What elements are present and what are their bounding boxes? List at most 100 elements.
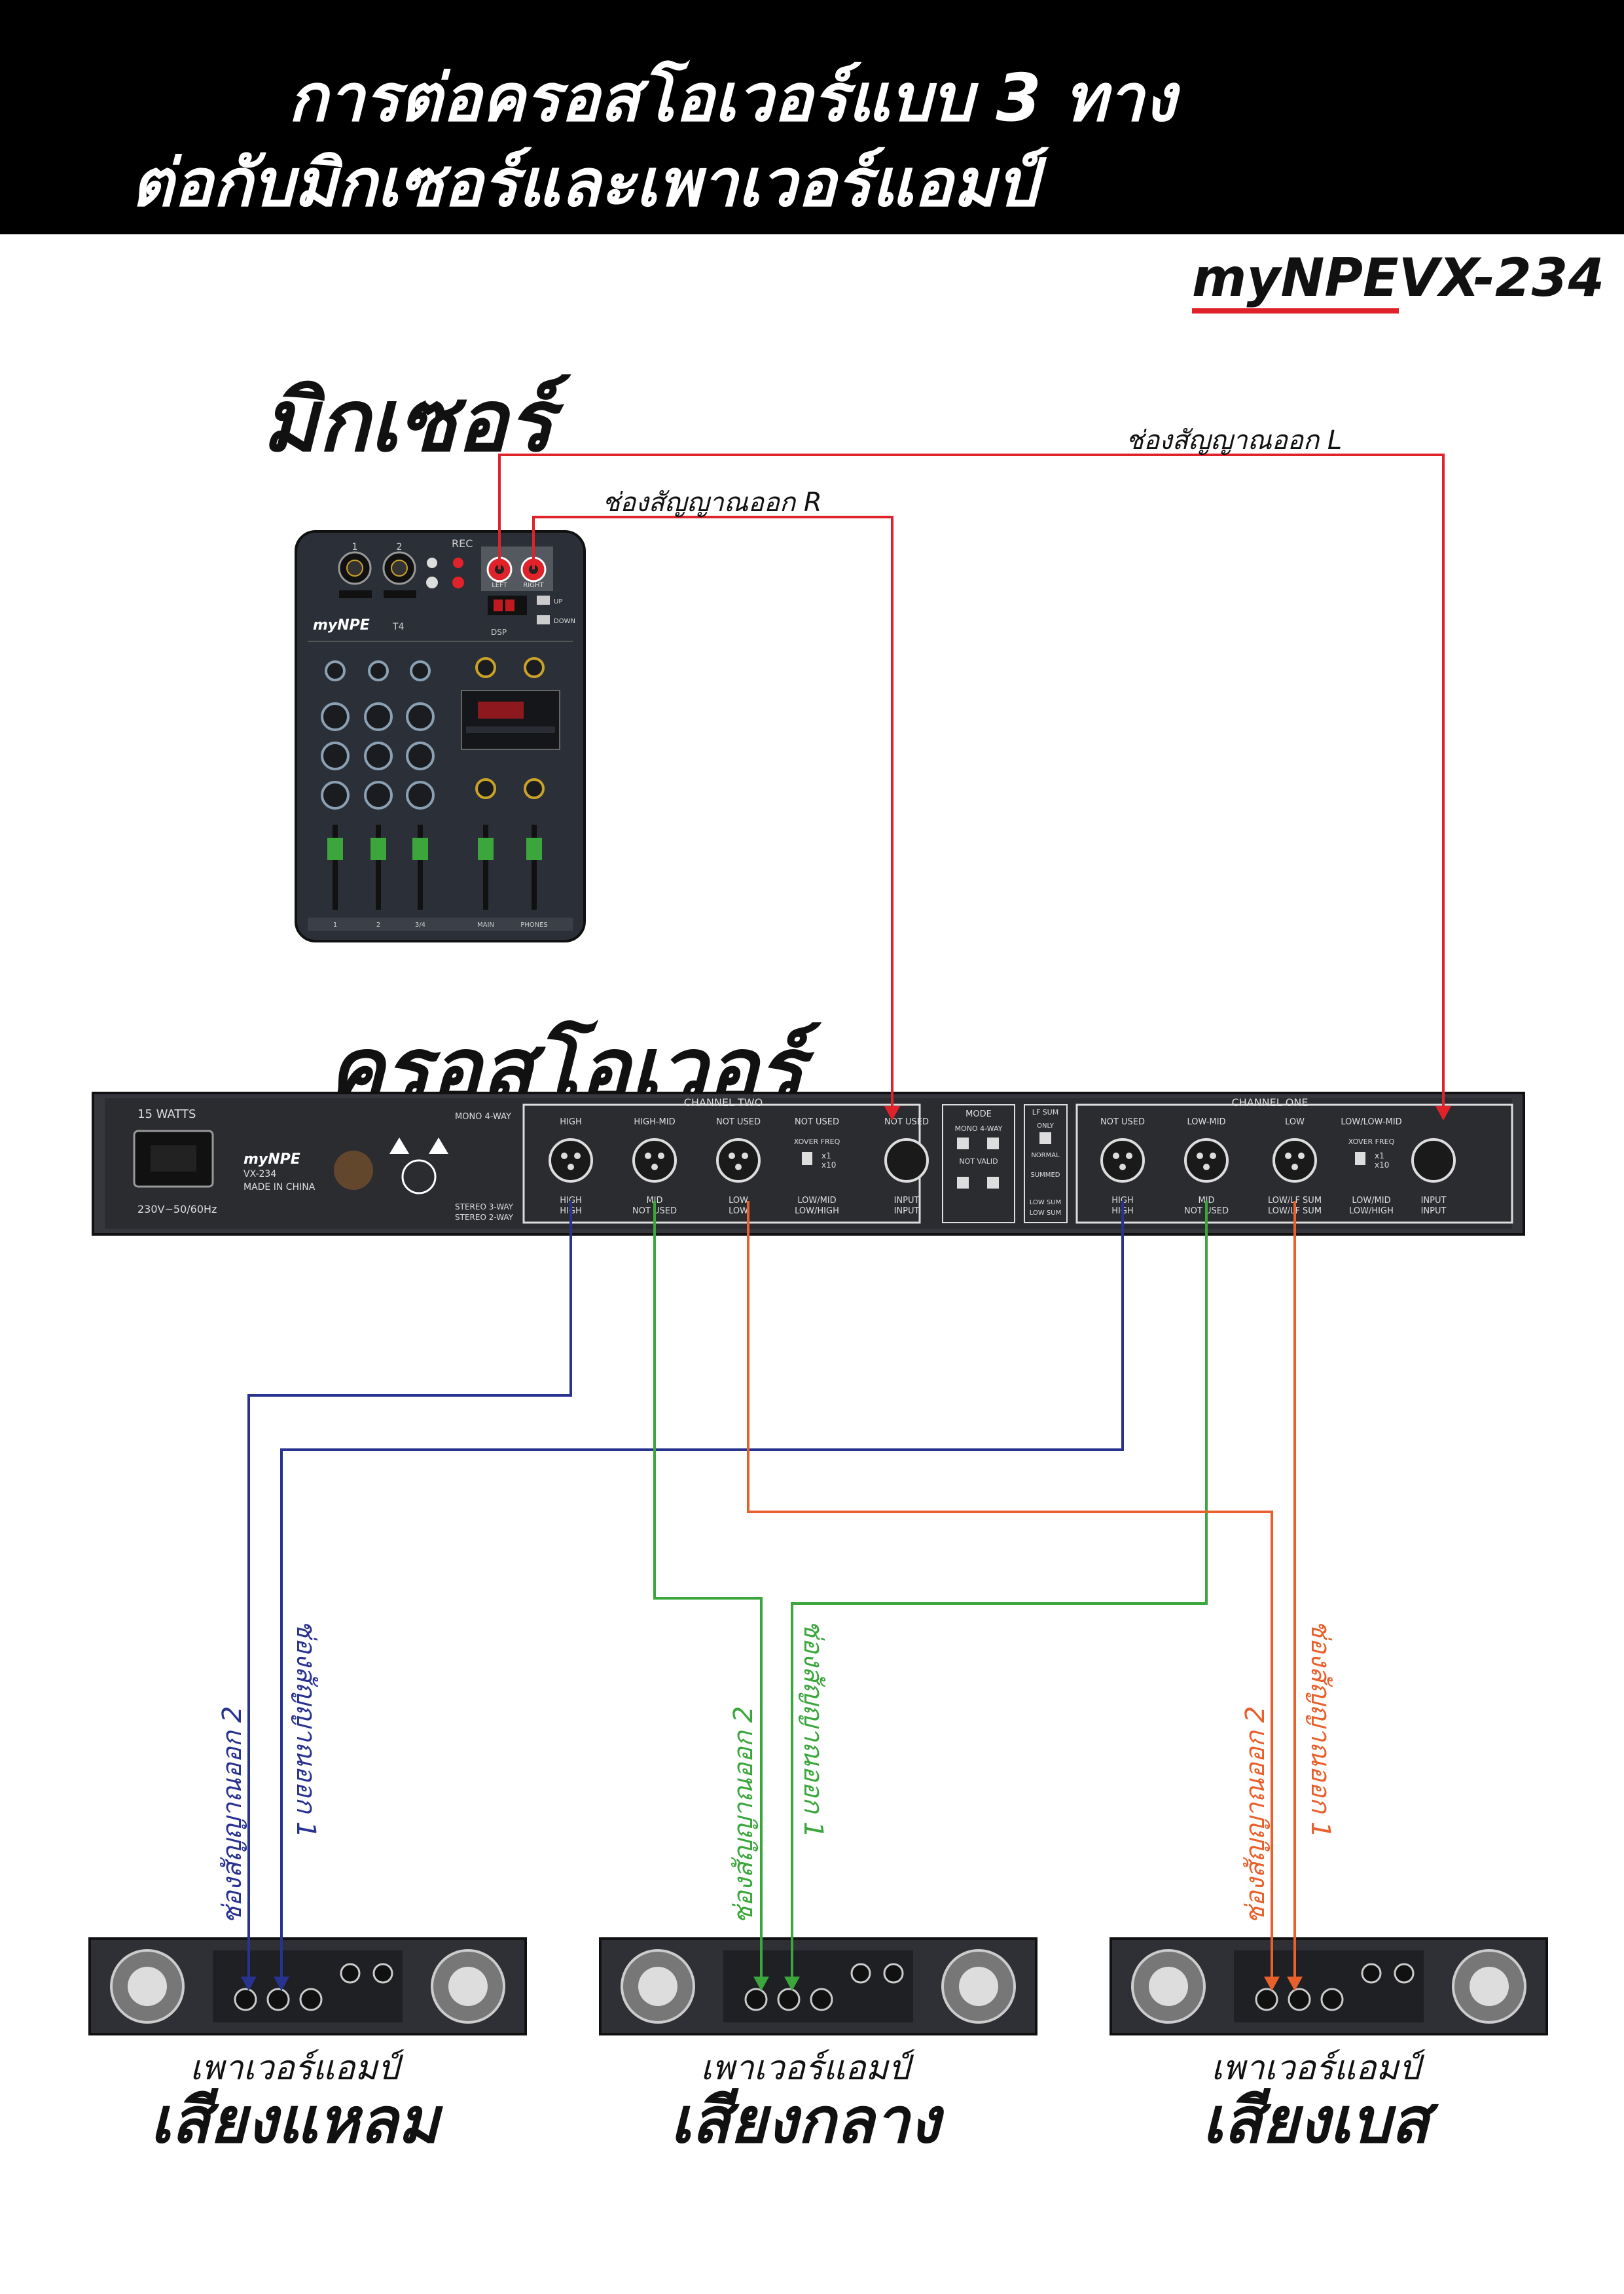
svg-text:LOW/LOW-MID: LOW/LOW-MID <box>1341 1117 1401 1127</box>
svg-text:DOWN: DOWN <box>554 618 575 625</box>
crossover-device: 15 WATTS 230V~50/60Hz myNPE VX-234 MADE … <box>92 1092 1525 1236</box>
label-blue-out2: ช่องสัญญาณออก 2 <box>217 1706 247 1924</box>
svg-text:2: 2 <box>397 542 403 552</box>
svg-text:LOW SUM: LOW SUM <box>1030 1210 1061 1217</box>
amp-caption-sub: เพาเวอร์แอมป์ <box>1211 2049 1420 2088</box>
label-green-out1: ช่องสัญญาณออก 1 <box>798 1620 828 1838</box>
amp-caption-bass: เพาเวอร์แอมป์ เสียงเบส <box>1119 2049 1512 2153</box>
amp-mid <box>599 1937 1038 2035</box>
svg-text:LOW/MID: LOW/MID <box>1352 1196 1390 1206</box>
brand-model: VX-234 <box>1398 247 1604 308</box>
amp-caption-main: เสียงแหลม <box>150 2084 439 2157</box>
svg-text:MONO 4-WAY: MONO 4-WAY <box>955 1124 1003 1133</box>
cable-green-1 <box>653 1201 763 1977</box>
label-blue-out1: ช่องสัญญาณออก 1 <box>291 1620 321 1838</box>
page-title-line1: การต่อครอสโอเวอร์แบบ 3 ทาง <box>288 60 1176 136</box>
svg-text:1: 1 <box>333 922 337 929</box>
svg-text:SUMMED: SUMMED <box>1031 1172 1060 1179</box>
svg-text:INPUT: INPUT <box>1421 1206 1447 1216</box>
svg-text:3/4: 3/4 <box>415 922 425 929</box>
svg-text:MADE IN CHINA: MADE IN CHINA <box>244 1182 316 1192</box>
svg-text:HIGH: HIGH <box>1111 1196 1133 1206</box>
svg-text:LOW/HIGH: LOW/HIGH <box>795 1206 839 1216</box>
svg-text:ONLY: ONLY <box>1037 1122 1055 1130</box>
cable-orange-1 <box>747 1201 1273 1977</box>
cable-red-left <box>498 454 1445 1109</box>
svg-text:MID: MID <box>646 1196 662 1206</box>
svg-text:NOT USED: NOT USED <box>795 1117 839 1127</box>
svg-text:x1: x1 <box>821 1151 831 1160</box>
svg-text:LOW/LF SUM: LOW/LF SUM <box>1268 1196 1322 1206</box>
svg-text:x1: x1 <box>1375 1151 1384 1160</box>
cable-green-2 <box>791 1201 1208 1977</box>
svg-text:REC: REC <box>452 537 473 550</box>
svg-text:T4: T4 <box>392 622 405 632</box>
svg-text:2: 2 <box>376 922 380 929</box>
svg-text:NORMAL: NORMAL <box>1031 1152 1060 1159</box>
svg-text:x10: x10 <box>821 1160 836 1170</box>
amp-caption-sub: เพาเวอร์แอมป์ <box>190 2049 399 2088</box>
svg-text:LOW-MID: LOW-MID <box>1187 1117 1225 1127</box>
svg-text:LOW SUM: LOW SUM <box>1030 1199 1061 1206</box>
svg-text:NOT USED: NOT USED <box>1100 1117 1145 1127</box>
label-orange-out2: ช่องสัญญาณออก 2 <box>1240 1706 1271 1924</box>
label-out-r: ช่องสัญญาณออก R <box>602 488 822 518</box>
svg-text:CHANNEL ONE: CHANNEL ONE <box>1232 1096 1308 1109</box>
svg-text:LOW/MID: LOW/MID <box>797 1196 836 1206</box>
svg-text:MID: MID <box>1198 1196 1214 1206</box>
svg-text:LF SUM: LF SUM <box>1032 1108 1058 1117</box>
svg-text:INPUT: INPUT <box>1421 1196 1447 1206</box>
amp-caption-main: เสียงเบส <box>1202 2084 1430 2157</box>
amp-caption-mid: เพาเวอร์แอมป์ เสียงกลาง <box>609 2049 1001 2153</box>
amp-bass <box>1110 1937 1548 2035</box>
amp-caption-treble: เพาเวอร์แอมป์ เสียงแหลม <box>98 2049 491 2153</box>
svg-text:MAIN: MAIN <box>477 922 494 929</box>
svg-text:LOW: LOW <box>729 1196 748 1206</box>
svg-text:230V~50/60Hz: 230V~50/60Hz <box>137 1203 217 1215</box>
svg-text:HIGH: HIGH <box>560 1196 581 1206</box>
svg-text:INPUT: INPUT <box>894 1206 920 1216</box>
amp-treble <box>88 1937 527 2035</box>
svg-text:HIGH: HIGH <box>560 1117 581 1127</box>
svg-text:XOVER FREQ: XOVER FREQ <box>794 1138 840 1146</box>
svg-text:15 WATTS: 15 WATTS <box>137 1107 196 1121</box>
svg-text:INPUT: INPUT <box>894 1196 920 1206</box>
svg-text:XOVER FREQ: XOVER FREQ <box>1348 1138 1395 1146</box>
label-orange-out1: ช่องสัญญาณออก 1 <box>1305 1620 1335 1838</box>
brand-prefix: myNPE <box>1191 247 1399 314</box>
cable-blue-1 <box>247 1201 572 1977</box>
svg-text:VX-234: VX-234 <box>244 1169 276 1179</box>
label-out-l: ช่องสัญญาณออก L <box>1126 425 1343 456</box>
svg-text:STEREO 2-WAY: STEREO 2-WAY <box>455 1213 514 1222</box>
label-green-out2: ช่องสัญญาณออก 2 <box>729 1706 759 1924</box>
svg-text:MONO 4-WAY: MONO 4-WAY <box>455 1112 511 1122</box>
svg-text:MODE: MODE <box>965 1109 992 1119</box>
svg-text:LOW/HIGH: LOW/HIGH <box>1349 1206 1394 1216</box>
brand-logo: myNPEVX-234 <box>1191 247 1604 314</box>
svg-text:myNPE: myNPE <box>313 617 370 634</box>
svg-text:LEFT: LEFT <box>492 582 507 589</box>
svg-text:RIGHT: RIGHT <box>523 582 544 589</box>
svg-text:myNPE: myNPE <box>244 1151 300 1168</box>
page-title-line2: ต่อกับมิกเซอร์และเพาเวอร์แอมป์ <box>131 145 1038 221</box>
svg-text:1: 1 <box>352 542 358 552</box>
svg-text:PHONES: PHONES <box>520 922 548 929</box>
svg-text:DSP: DSP <box>491 628 507 637</box>
amp-caption-sub: เพาเวอร์แอมป์ <box>700 2049 910 2088</box>
svg-text:CHANNEL TWO: CHANNEL TWO <box>684 1096 763 1109</box>
svg-text:NOT USED: NOT USED <box>716 1117 761 1127</box>
svg-text:LOW: LOW <box>729 1206 748 1216</box>
title-band <box>0 0 1624 234</box>
svg-text:NOT USED: NOT USED <box>884 1117 929 1127</box>
amp-caption-main: เสียงกลาง <box>670 2084 941 2157</box>
svg-text:LOW: LOW <box>1285 1117 1305 1127</box>
cable-blue-2 <box>280 1201 1124 1977</box>
svg-text:STEREO 3-WAY: STEREO 3-WAY <box>455 1202 514 1211</box>
svg-text:HIGH-MID: HIGH-MID <box>634 1117 675 1127</box>
svg-text:UP: UP <box>554 598 562 605</box>
mixer-device: 1 2 REC LEFT RIGHT UP DOWN myNPE T4 DSP … <box>295 530 586 942</box>
svg-text:x10: x10 <box>1375 1160 1389 1170</box>
svg-text:NOT VALID: NOT VALID <box>959 1157 998 1166</box>
cable-red-right <box>532 516 893 1109</box>
